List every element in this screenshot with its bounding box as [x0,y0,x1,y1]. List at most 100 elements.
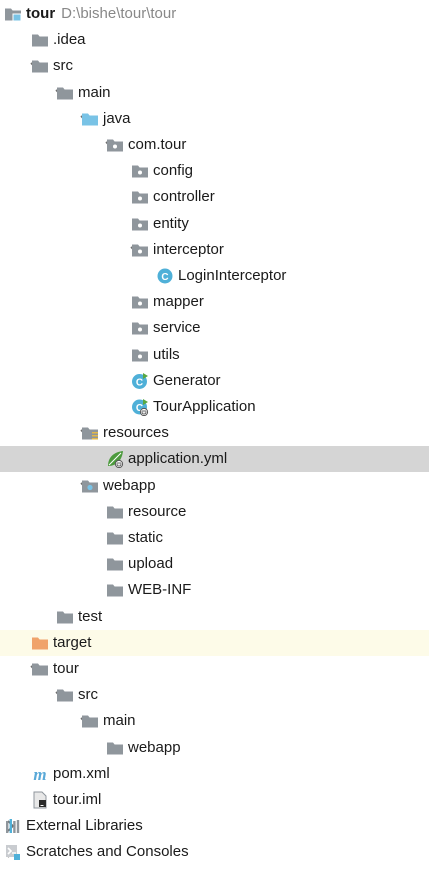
folder-icon [56,686,74,704]
tree-item-resources[interactable]: resources [0,420,429,446]
tree-item-java[interactable]: java [0,106,429,132]
tree-item-tour-folder[interactable]: tour [0,656,429,682]
tree-item-target[interactable]: target [0,629,429,656]
tree-item-label: entity [153,214,189,232]
libraries-icon [4,817,22,835]
svg-text:m: m [33,765,46,783]
tree-item-web-inf[interactable]: WEB-INF [0,577,429,603]
tree-item-label: WEB-INF [128,581,192,599]
folder-icon [106,581,124,599]
tree-item-test[interactable]: test [0,604,429,630]
tree-item-src[interactable]: src [0,53,429,79]
tree-item-label: static [128,529,164,546]
tree-item-label: webapp [128,738,181,756]
tree-item-label: upload [128,555,174,573]
package-icon [131,241,149,259]
tree-item-com-tour[interactable]: com.tour [0,132,429,158]
tree-item-label: mapper [153,293,204,311]
tree-item-label: Scratches and Consoles [26,843,189,861]
tree-item-label: com.tour [128,136,187,153]
folder-icon [106,529,124,547]
folder-icon [56,84,74,102]
tree-item-label: LoginInterceptor [178,267,287,284]
web-folder-icon [81,477,99,495]
tree-item-utils[interactable]: utils [0,342,429,368]
tree-item-idea[interactable]: .idea [0,27,429,53]
tree-item-label: Generator [153,371,221,389]
svg-text:C: C [136,377,143,388]
tree-item-label: test [78,607,103,625]
package-icon [131,162,149,180]
tree-item-config[interactable]: config [0,158,429,184]
folder-icon [31,57,49,75]
tree-item-label: resources [103,424,169,442]
package-icon [106,136,124,154]
tree-item-label: application.yml [128,450,228,468]
tree-item-webapp[interactable]: webapp [0,473,429,499]
tree-item-interceptor[interactable]: interceptor [0,237,429,263]
tree-item-application-yml[interactable]: application.yml [0,446,429,473]
tree-item-label: tour [53,660,79,677]
iml-file-icon [31,791,49,809]
tree-item-pom-xml[interactable]: m pom.xml [0,761,429,787]
folder-icon [106,739,124,757]
tree-item-label: config [153,162,194,180]
tree-item-tour-src[interactable]: src [0,682,429,708]
excluded-folder-icon [31,634,49,652]
tree-item-external-libraries[interactable]: External Libraries [0,813,429,839]
package-icon [131,346,149,364]
module-path: D:\bishe\tour\tour [61,5,177,22]
class-icon: C [156,267,174,285]
tree-item-label: service [153,319,201,337]
spring-boot-class-icon: C [131,398,149,416]
tree-item-controller[interactable]: controller [0,184,429,210]
tree-item-tour-iml[interactable]: tour.iml [0,787,429,813]
tree-item-label: target [53,633,92,651]
package-icon [131,319,149,337]
package-icon [131,293,149,311]
folder-icon [106,503,124,521]
tree-item-label: webapp [103,476,156,494]
maven-icon: m [31,765,49,783]
tree-item-mapper[interactable]: mapper [0,289,429,315]
tree-item-label: main [78,83,111,101]
folder-icon [106,555,124,573]
tree-item-tourapplication[interactable]: C TourApplication [0,394,429,420]
runnable-class-icon: C [131,372,149,390]
folder-icon [81,712,99,730]
tree-item-label: src [53,57,73,75]
tree-item-label: External Libraries [26,817,143,835]
tree-item-tour-main[interactable]: main [0,708,429,734]
svg-text:C: C [161,272,168,283]
tree-item-label: resource [128,502,187,520]
tree-item-resource[interactable]: resource [0,499,429,525]
tree-item-label: utils [153,345,180,363]
package-icon [131,215,149,233]
tree-item-main[interactable]: main [0,80,429,106]
tree-item-label: main [103,712,136,730]
folder-icon [31,31,49,49]
tree-item-upload[interactable]: upload [0,551,429,577]
package-icon [131,188,149,206]
tree-item-label: .idea [53,31,86,49]
source-folder-icon [81,110,99,128]
tree-item-label: tour.iml [53,791,102,808]
tree-item-static[interactable]: static [0,525,429,551]
scratches-icon [4,843,22,861]
module-folder-icon [4,5,22,23]
tree-item-label: controller [153,188,215,206]
tree-item-entity[interactable]: entity [0,211,429,237]
tree-item-service[interactable]: service [0,315,429,341]
tree-item-generator[interactable]: C Generator [0,368,429,394]
tree-item-label: TourApplication [153,398,256,415]
folder-icon [56,608,74,626]
tree-item-label: pom.xml [53,764,110,782]
resources-folder-icon [81,424,99,442]
tree-item-scratches[interactable]: Scratches and Consoles [0,839,429,865]
tree-item-label: src [78,686,98,704]
tree-item-logininterceptor[interactable]: C LoginInterceptor [0,263,429,289]
tree-item-tour-webapp[interactable]: webapp [0,735,429,761]
spring-yml-icon [106,450,124,469]
svg-text:C: C [136,403,143,414]
